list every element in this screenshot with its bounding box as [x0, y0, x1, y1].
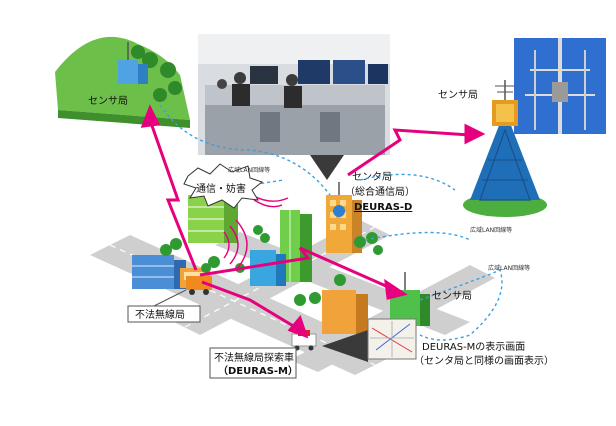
sensor-tower-right [463, 80, 547, 217]
antenna-photo [514, 38, 606, 134]
illegal-station-label: 不法無線局 [135, 308, 185, 321]
sensor-right-mid-label: センサ局 [432, 290, 472, 302]
center-station-building [326, 182, 362, 253]
control-room-photo [198, 34, 390, 180]
center-station-label-2: （総合通信局） [345, 185, 415, 198]
sensor-right-top-label: センサ局 [438, 89, 478, 101]
vehicle-label-box [209, 347, 297, 379]
vehicle-label-1: 不法無線局探索車 [214, 351, 294, 364]
interference-burst [183, 163, 264, 209]
illegal-station-label-box [127, 289, 201, 323]
deuras-m-screen-thumbnail [322, 318, 417, 362]
vehicle-label-2: （DEURAS-M） [218, 364, 298, 377]
trees [160, 179, 383, 306]
sensor-left-label: センサ局 [88, 95, 128, 107]
illegal-station-car [186, 276, 212, 295]
comm-interference-label: 通信・妨害 [196, 182, 246, 195]
lan-label-3: 広域LAN回線等 [488, 264, 530, 272]
deuras-m-label-2: （センタ局と同様の画面表示） [414, 354, 554, 367]
deuras-m-label-1: DEURAS-Mの表示画面 [422, 340, 525, 353]
deuras-d-label: DEURAS-D [354, 202, 412, 213]
lan-label-2: 広域LAN回線等 [470, 226, 512, 234]
lan-label-1: 広域LAN回線等 [228, 166, 270, 174]
hill-sensor-site [55, 36, 190, 128]
radio-links [140, 104, 486, 339]
